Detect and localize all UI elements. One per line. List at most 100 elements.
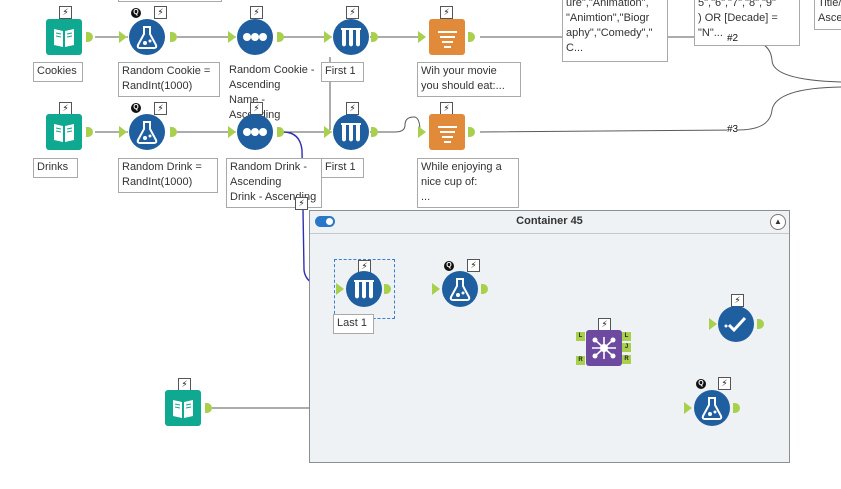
output-anchor[interactable] — [170, 127, 177, 137]
input-anchor[interactable] — [418, 126, 426, 138]
sort-drink-tool[interactable] — [237, 114, 273, 150]
wire-row2-out — [479, 86, 841, 133]
join-out-left-anchor[interactable]: L — [622, 332, 631, 341]
output-anchor[interactable] — [170, 32, 177, 42]
bolt-icon: ⚡ — [59, 6, 72, 19]
output-anchor[interactable] — [384, 284, 391, 294]
formula-movie-tool[interactable] — [429, 19, 465, 55]
input-anchor[interactable] — [432, 283, 440, 295]
q-badge: Q — [131, 8, 141, 18]
formula-drink-tool[interactable] — [129, 114, 165, 150]
input-anchor[interactable] — [336, 283, 344, 295]
document-icon — [433, 118, 462, 148]
toggle-icon[interactable] — [315, 216, 335, 227]
flask-icon — [701, 397, 723, 420]
output-anchor[interactable] — [371, 32, 378, 42]
input-anchor[interactable] — [324, 126, 332, 138]
book-icon — [54, 29, 74, 47]
test-tubes-icon — [341, 28, 361, 47]
formula-bottom-tool[interactable] — [694, 390, 730, 426]
join-out-right-anchor[interactable]: R — [622, 355, 631, 364]
join-tool[interactable] — [586, 330, 622, 366]
flask-icon — [136, 26, 158, 49]
input-anchor[interactable] — [709, 318, 717, 330]
decade-expression-label: 5","6","7","8","9" ) OR [Decade] = "N"..… — [694, 0, 800, 46]
book-icon — [173, 400, 193, 418]
input-bottom-tool[interactable] — [165, 390, 201, 426]
book-icon — [54, 124, 74, 142]
formula-container-tool[interactable] — [442, 271, 478, 307]
input-anchor[interactable] — [684, 402, 692, 414]
sample-first-cookie-tool[interactable] — [333, 19, 369, 55]
bolt-icon: ⚡ — [154, 102, 167, 115]
label-drinks: Drinks — [33, 158, 78, 178]
sample-last-tool[interactable] — [346, 271, 382, 307]
output-anchor[interactable] — [277, 127, 284, 137]
output-anchor[interactable] — [205, 403, 212, 413]
input-anchor[interactable] — [119, 126, 127, 138]
dots-icon — [243, 128, 267, 136]
sort-partial-label: Title/ Asce — [814, 0, 841, 30]
label-cookies: Cookies — [33, 62, 83, 82]
input-anchor[interactable] — [228, 126, 236, 138]
label-formula-cookie: Random Cookie = RandInt(1000) — [118, 62, 220, 97]
document-icon — [433, 23, 462, 53]
output-anchor[interactable] — [86, 127, 93, 137]
test-tubes-icon — [354, 280, 374, 299]
input-anchor[interactable] — [119, 31, 127, 43]
sort-cookie-tool[interactable] — [237, 19, 273, 55]
input-cookies-tool[interactable] — [46, 19, 82, 55]
output-anchor[interactable] — [277, 32, 284, 42]
label-formula-movie: Wih your movie you should eat:... — [417, 62, 521, 97]
input-anchor[interactable] — [418, 31, 426, 43]
test-tubes-icon — [341, 123, 361, 142]
bolt-icon: ⚡ — [250, 6, 263, 19]
flask-icon — [449, 278, 471, 301]
q-badge: Q — [131, 103, 141, 113]
join-icon — [592, 337, 616, 359]
join-left-anchor[interactable]: L — [576, 332, 585, 341]
message-tool[interactable] — [718, 306, 754, 342]
input-anchor[interactable] — [324, 31, 332, 43]
wire-row2-4 — [370, 116, 421, 133]
input-anchor[interactable] — [228, 31, 236, 43]
output-anchor[interactable] — [481, 284, 488, 294]
wire-label-2: #2 — [727, 33, 739, 44]
bolt-icon: ⚡ — [346, 6, 359, 19]
filter-expression-label: ure","Animation", "Animtion","Biogr aphy… — [562, 0, 668, 62]
bolt-icon: ⚡ — [440, 6, 453, 19]
output-anchor[interactable] — [757, 319, 764, 329]
collapse-icon[interactable]: ▲ — [770, 214, 786, 230]
flask-icon — [136, 121, 158, 144]
check-icon — [724, 316, 747, 333]
join-right-anchor[interactable]: R — [576, 356, 585, 365]
label-last1: Last 1 — [333, 314, 374, 334]
bolt-icon: ⚡ — [718, 377, 731, 390]
sample-first-drink-tool[interactable] — [333, 114, 369, 150]
container-45[interactable]: Container 45 ▲ — [309, 210, 790, 463]
dots-icon — [243, 33, 267, 41]
label-formula-drink: Random Drink = RandInt(1000) — [118, 158, 218, 193]
top-cut-label — [118, 0, 222, 2]
output-anchor[interactable] — [468, 127, 475, 137]
output-anchor[interactable] — [86, 32, 93, 42]
output-anchor[interactable] — [468, 32, 475, 42]
formula-drink-text-tool[interactable] — [429, 114, 465, 150]
bolt-icon: ⚡ — [467, 259, 480, 272]
bolt-icon: ⚡ — [358, 260, 371, 273]
label-first-cookie: First 1 — [321, 62, 364, 82]
bolt-icon: ⚡ — [346, 102, 359, 115]
output-anchor[interactable] — [733, 403, 740, 413]
q-badge: Q — [444, 261, 454, 271]
bolt-icon: ⚡ — [154, 6, 167, 19]
label-formula-drink-text: While enjoying a nice cup of: ... — [417, 158, 519, 208]
join-out-join-anchor[interactable]: J — [622, 343, 631, 352]
bolt-icon: ⚡ — [295, 197, 308, 210]
container-title: Container 45 — [516, 215, 583, 227]
formula-cookie-tool[interactable] — [129, 19, 165, 55]
container-header[interactable]: Container 45 ▲ — [310, 211, 789, 234]
input-drinks-tool[interactable] — [46, 114, 82, 150]
wire-label-3: #3 — [727, 124, 739, 135]
output-anchor[interactable] — [371, 127, 378, 137]
label-first-drink: First 1 — [321, 158, 364, 178]
